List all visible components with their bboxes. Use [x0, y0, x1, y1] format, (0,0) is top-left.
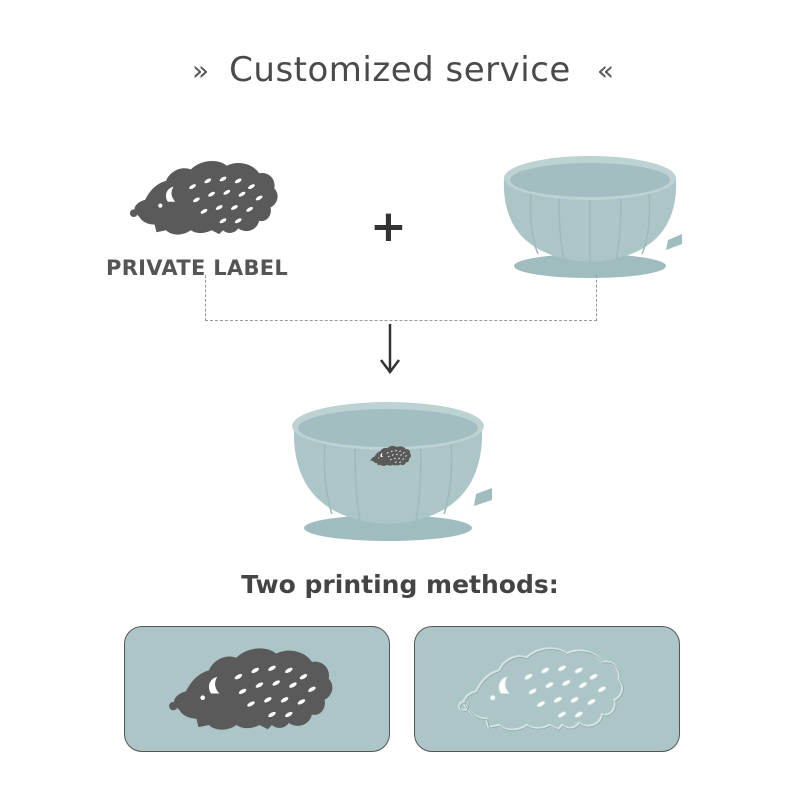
page-title: » Customized service «: [0, 40, 800, 100]
hedgehog-outline-icon: [457, 647, 624, 732]
double-chevron-left-icon: «: [596, 53, 614, 87]
printing-methods-heading: Two printing methods:: [241, 570, 559, 599]
customized-bowl-image: [292, 402, 492, 541]
hedgehog-icon: [169, 648, 333, 730]
printed-method-swatch: [124, 626, 390, 752]
double-chevron-right-icon: »: [192, 53, 209, 87]
plus-icon: +: [370, 201, 407, 252]
embossed-method-swatch: [414, 626, 680, 752]
dashed-connector: [205, 275, 597, 321]
plain-bowl-image: [503, 156, 682, 278]
arrow-down-icon: [380, 324, 400, 374]
page-title-text: Customized service: [229, 50, 571, 90]
private-label-caption: PRIVATE LABEL: [106, 256, 289, 280]
hedgehog-icon: [129, 161, 278, 235]
